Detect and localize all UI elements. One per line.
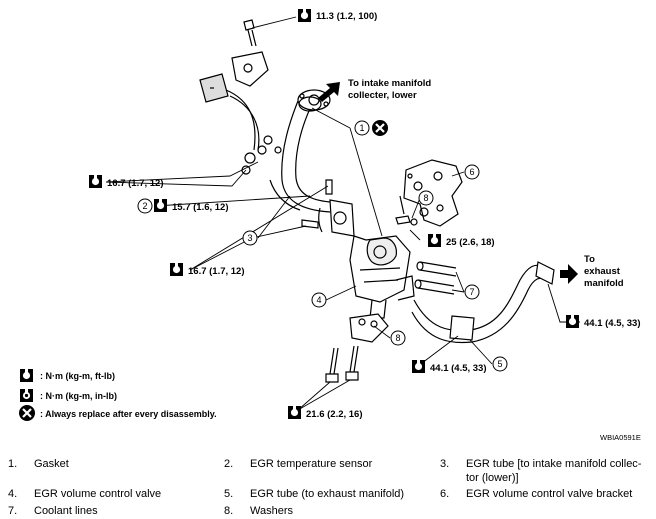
- callout-4: 4: [311, 292, 327, 308]
- replace-icon: [370, 118, 390, 138]
- legend-nm-in-icon: [20, 389, 33, 402]
- callout-8-upper: 8: [418, 190, 434, 206]
- callout-6: 6: [464, 164, 480, 180]
- top-bolt: [243, 19, 257, 47]
- torque-label-6: 44.1 (4.5, 33): [584, 318, 641, 329]
- svg-text:8: 8: [395, 333, 400, 343]
- callout-3: 3: [242, 230, 258, 246]
- callout-8-lower: 8: [390, 330, 406, 346]
- legend-nm-ft-icon: [20, 369, 33, 382]
- callouts: 1 2 3 4 5 6 7 8: [137, 118, 508, 372]
- tube-lower-sweep: [269, 179, 301, 211]
- svg-text:2: 2: [142, 201, 147, 211]
- valve-bolts: [301, 179, 411, 229]
- callout-7: 7: [464, 284, 480, 300]
- svg-text:4: 4: [316, 295, 321, 305]
- coolant-lines: [414, 261, 457, 295]
- sensor-bracket: [199, 51, 269, 151]
- egr-tube-upper: [281, 89, 331, 213]
- torque-label-5: 25 (2.6, 18): [446, 237, 495, 248]
- torque-label-3: 15.7 (1.6, 12): [172, 202, 229, 213]
- gasket-upper: [298, 96, 322, 112]
- torque-icon: [170, 263, 183, 276]
- egr-tube-lower: [411, 261, 555, 344]
- bracket-washers: [410, 207, 429, 226]
- left-nuts: [241, 135, 282, 175]
- legend: : N·m (kg-m, ft-lb) : N·m (kg-m, in-lb) …: [17, 369, 217, 423]
- torque-icon: [154, 199, 167, 212]
- torque-label-4: 16.7 (1.7, 12): [188, 266, 245, 277]
- egr-valve-body: [318, 199, 415, 319]
- svg-text:3: 3: [247, 233, 252, 243]
- valve-bracket: [403, 159, 463, 227]
- intake-label-line1: To intake manifold: [348, 78, 431, 89]
- torque-icon: [428, 234, 441, 247]
- lower-washers: [325, 313, 389, 383]
- torque-icon: [288, 406, 301, 419]
- leader-lines: [105, 16, 580, 411]
- callout-1: 1: [354, 120, 370, 136]
- svg-text:7: 7: [469, 287, 474, 297]
- torque-label-7: 44.1 (4.5, 33): [430, 363, 487, 374]
- svg-text:8: 8: [423, 193, 428, 203]
- torque-icon: [298, 9, 311, 22]
- exhaust-label-line2: exhaust: [584, 266, 621, 277]
- exhaust-label-line1: To: [584, 254, 595, 265]
- exploded-diagram: 1 2 3 4 5 6 7 8: [17, 9, 641, 442]
- legend-nm-in: : N·m (kg-m, in-lb): [40, 391, 117, 401]
- intake-arrow: [318, 82, 340, 102]
- intake-label-line2: collecter, lower: [348, 90, 417, 101]
- svg-text:6: 6: [469, 167, 474, 177]
- torque-icon: [566, 315, 579, 328]
- torque-label-2: 16.7 (1.7, 12): [107, 178, 164, 189]
- svg-text:1: 1: [359, 123, 364, 133]
- callout-2: 2: [137, 198, 153, 214]
- legend-replace-icon: [17, 403, 37, 423]
- torque-icon: [89, 175, 102, 188]
- callout-5: 5: [492, 356, 508, 372]
- exhaust-arrow: [560, 264, 578, 284]
- exhaust-label-line3: manifold: [584, 278, 624, 289]
- torque-icon: [412, 360, 425, 373]
- legend-nm-ft: : N·m (kg-m, ft-lb): [40, 371, 115, 381]
- torque-label-8: 21.6 (2.2, 16): [306, 409, 363, 420]
- svg-text:5: 5: [497, 359, 502, 369]
- legend-replace: : Always replace after every disassembly…: [40, 409, 217, 419]
- torque-label-1: 11.3 (1.2, 100): [316, 11, 377, 22]
- figure-code: WBIA0591E: [600, 433, 641, 442]
